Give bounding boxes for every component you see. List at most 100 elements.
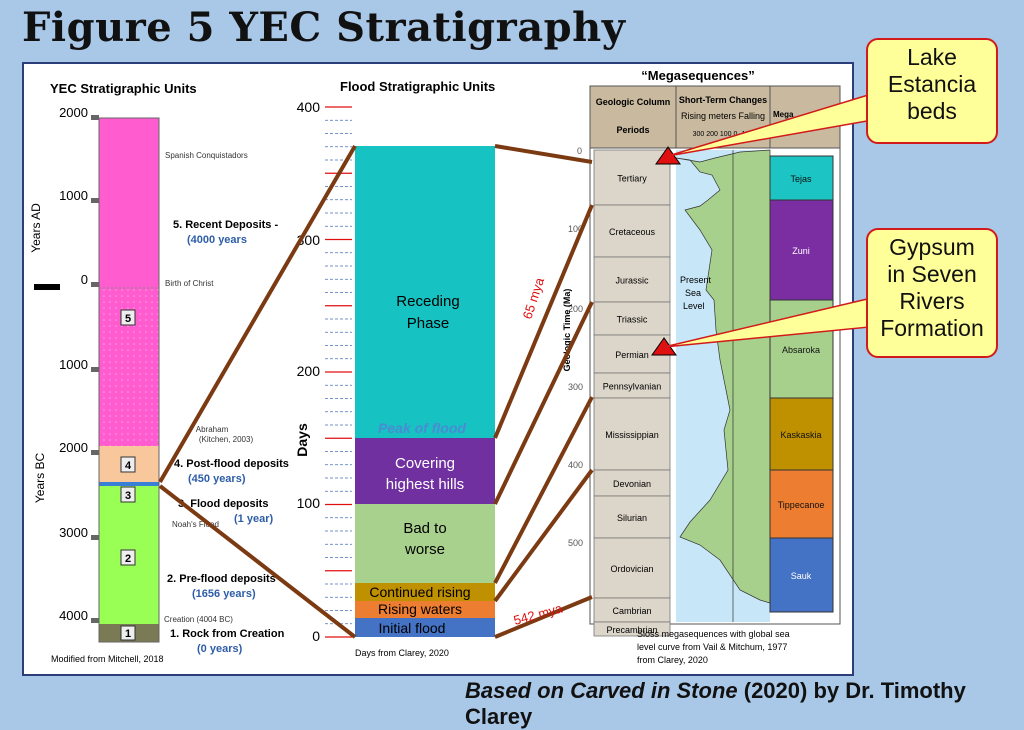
- megasequence-box: [769, 397, 834, 471]
- age-tick: 200: [568, 304, 583, 314]
- sea-text: Sea: [685, 288, 701, 298]
- col-header: Periods: [616, 125, 649, 135]
- flood-tick: 0: [312, 628, 320, 644]
- mega-header: Mega: [773, 110, 794, 119]
- credit-line: Based on Carved in Stone (2020) by Dr. T…: [465, 678, 1024, 730]
- unit-years: (1 year): [234, 513, 273, 525]
- unit-name: 2. Pre-flood deposits -: [167, 573, 283, 585]
- unit-name: 4. Post-flood deposits: [174, 458, 289, 470]
- callout-line: Rivers: [899, 288, 965, 314]
- yec-tick: 3000: [59, 525, 88, 540]
- unit-numbers: 5 4 3 2 1: [120, 309, 136, 641]
- megasequence-box: [769, 155, 834, 201]
- unit-number: 2: [125, 553, 131, 565]
- phase-label: Peak of flood: [378, 420, 466, 436]
- flood-tick: 400: [297, 99, 321, 115]
- period-cell: [593, 149, 671, 206]
- callout-line: Gypsum: [889, 234, 975, 260]
- sea-text: Present: [680, 275, 712, 285]
- source-line: from Clarey, 2020: [637, 655, 708, 665]
- megasequence-label: Tippecanoe: [778, 500, 825, 510]
- unit-years: (4000 years: [187, 234, 247, 246]
- unit-number: 4: [125, 460, 132, 472]
- mega-headers: Geologic Column Periods Short-Term Chang…: [596, 95, 794, 138]
- period-label: Triassic: [617, 315, 648, 325]
- years-bc-label: Years BC: [33, 453, 47, 504]
- yec-markers: Spanish Conquistadors Birth of Christ Ab…: [164, 151, 253, 624]
- marker-text: (Kitchen, 2003): [199, 435, 254, 444]
- unit-years: (450 years): [188, 473, 246, 485]
- megasequence-box: [769, 537, 834, 613]
- mega-source: Sloss megasequences with global sea leve…: [637, 629, 790, 665]
- megasequence-label: Sauk: [791, 571, 812, 581]
- unit-descriptions: 5. Recent Deposits - (4000 years 4. Post…: [167, 219, 289, 655]
- phase-label: Covering: [395, 455, 455, 472]
- period-label: Permian: [615, 350, 649, 360]
- phase-label: Rising waters: [378, 601, 462, 617]
- yec-tick-marks: [91, 115, 99, 623]
- yec-source: Modified from Mitchell, 2018: [51, 654, 164, 664]
- phase-label: Bad to: [403, 520, 446, 537]
- unit-name: 5. Recent Deposits -: [173, 219, 278, 231]
- period-label: Silurian: [617, 513, 647, 523]
- period-label: Tertiary: [617, 174, 647, 184]
- yec-tick: 2000: [59, 440, 88, 455]
- marker-text: Noah's Flood: [172, 520, 219, 529]
- sea-level-text: Present Sea Level: [680, 275, 712, 311]
- period-cell: [593, 537, 671, 599]
- yec-tick: 0: [81, 272, 88, 287]
- yec-tick: 1000: [59, 357, 88, 372]
- page-title: Figure 5 YEC Stratigraphy: [22, 4, 626, 51]
- marker-text: Birth of Christ: [165, 279, 214, 288]
- period-cell: [593, 621, 671, 637]
- callout-line: beds: [907, 98, 957, 124]
- yec-heading: YEC Stratigraphic Units: [50, 81, 197, 96]
- phase-labels: Receding Phase Peak of flood Covering hi…: [369, 293, 470, 636]
- receding-phase: [355, 146, 495, 438]
- period-cell: [593, 469, 671, 497]
- yec-axis: 2000 1000 0 1000 2000 3000 4000: [59, 105, 88, 623]
- unit-years: (1656 years): [192, 588, 256, 600]
- correlation-lines: [158, 144, 594, 639]
- period-label: Cretaceous: [609, 227, 656, 237]
- source-line: level curve from Vail & Mitchum, 1977: [637, 642, 787, 652]
- period-column: TertiaryCretaceousJurassicTriassicPermia…: [593, 149, 671, 637]
- phase-label: worse: [404, 541, 445, 558]
- yec-tick: 4000: [59, 608, 88, 623]
- mega-heading: “Megasequences”: [641, 68, 754, 83]
- age-542: 542 mya: [512, 600, 565, 628]
- age-axis-label: Geologic Time (Ma): [562, 289, 572, 372]
- period-label: Pennsylvanian: [603, 382, 662, 392]
- age-65: 65 mya: [520, 275, 548, 321]
- period-cell: [593, 256, 671, 303]
- callout-lake-estancia: Lake Estancia beds: [866, 38, 998, 144]
- marker-text: Spanish Conquistadors: [165, 151, 248, 160]
- megasequence-label: Absaroka: [782, 345, 820, 355]
- unit-name: 1. Rock from Creation: [170, 628, 285, 640]
- period-label: Jurassic: [615, 276, 649, 286]
- phase-label: highest hills: [386, 476, 464, 493]
- megasequence-box: [769, 469, 834, 539]
- sea-header: Short-Term Changes: [679, 95, 767, 105]
- age-tick: 0: [577, 146, 582, 156]
- sea-header: Rising meters Falling: [681, 111, 765, 121]
- source-line: Sloss megasequences with global sea: [637, 629, 790, 639]
- period-label: Ordovician: [610, 564, 653, 574]
- age-axis: 0 100 200 300 400 500: [568, 146, 583, 548]
- unit-5-ad: [99, 118, 159, 288]
- age-tick: 100: [568, 224, 583, 234]
- unit-number: 3: [125, 490, 131, 502]
- initial-flood: [355, 618, 495, 637]
- years-ad-label: Years AD: [29, 203, 43, 253]
- bad-to-worse: [355, 504, 495, 583]
- callout-line: in Seven: [887, 261, 977, 287]
- age-tick: 300: [568, 382, 583, 392]
- yec-tick: 2000: [59, 105, 88, 120]
- flood-tick: 100: [297, 495, 321, 511]
- period-cell: [593, 495, 671, 539]
- callout-line: Estancia: [887, 71, 977, 97]
- age-tick: 400: [568, 460, 583, 470]
- unit-years: (0 years): [197, 643, 243, 655]
- callout-gypsum: Gypsum in Seven Rivers Formation: [866, 228, 998, 358]
